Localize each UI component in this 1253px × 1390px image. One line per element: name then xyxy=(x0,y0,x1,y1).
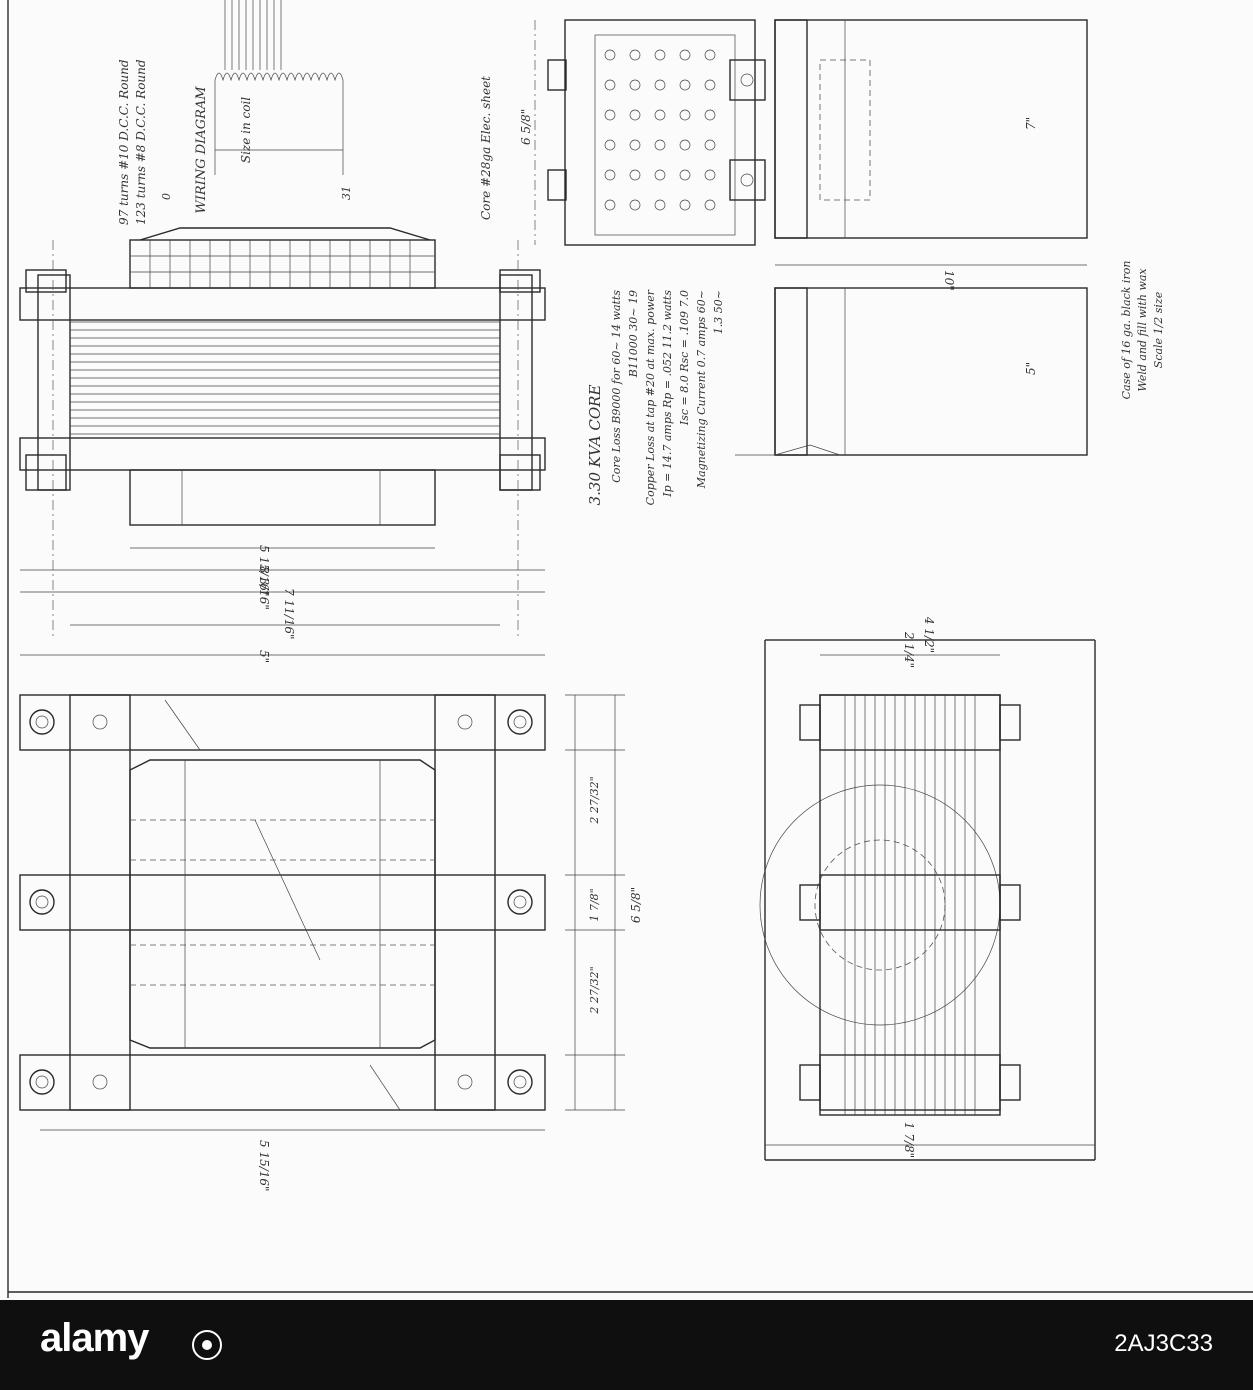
dim-5-15-16-bottom: 5 15/16" xyxy=(257,1140,271,1192)
spec-line-5: Isc = 8.0 Rsc = .109 7.0 xyxy=(678,290,691,426)
spec-line-3: Copper Loss at tap #20 at max. power xyxy=(644,289,657,505)
dim-2-27-32-bottom: 2 27/32" xyxy=(588,966,601,1014)
dim-1-7-8: 1 7/8" xyxy=(588,888,601,921)
spec-line-4: Ip = 14.7 amps Rp = .052 11.2 watts xyxy=(661,290,674,498)
alamy-mark-icon xyxy=(192,1330,222,1360)
case-note-1: Case of 16 ga. black iron xyxy=(1120,261,1133,400)
size-in-coil-label: Size in coil xyxy=(239,97,253,163)
dim-5-plan: 5" xyxy=(257,650,271,663)
end-dim-1-7-8: 1 7/8" xyxy=(902,1122,916,1158)
wire-spec-1: 97 turns #10 D.C.C. Round xyxy=(117,59,131,225)
terminal-board xyxy=(534,19,766,246)
spec-line-7: 1.3 50~ xyxy=(712,290,725,334)
case-dim-10: 10" xyxy=(942,270,956,291)
spec-line-6: Magnetizing Current 0.7 amps 60~ xyxy=(695,290,708,489)
wiring-diagram xyxy=(214,0,344,175)
horizontal-dimensions xyxy=(20,547,545,1131)
lead-0-label: 0 xyxy=(160,193,173,200)
case-views xyxy=(735,19,1088,456)
watermark-footer: alamy 2AJ3C33 xyxy=(0,1300,1253,1390)
case-note-2: Weld and fill with wax xyxy=(1136,268,1149,392)
lead-31-label: 31 xyxy=(340,186,353,200)
spec-line-2: B11000 30~ 19 xyxy=(627,290,640,378)
case-dim-5: 5" xyxy=(1024,362,1038,375)
case-note-3: Scale 1/2 size xyxy=(1152,291,1165,368)
core-end-view xyxy=(759,639,1096,1161)
core-plan-view xyxy=(19,694,625,1111)
end-dim-4-1-2: 4 1/2" xyxy=(922,616,936,653)
kva-core-title: 3.30 KVA CORE xyxy=(586,385,604,506)
dim-7-11-16: 7 11/16" xyxy=(282,588,296,640)
dim-5-15-16-top: 5 15/16" xyxy=(257,545,271,597)
dim-8-3-16: 8 3/16" xyxy=(257,566,271,610)
core-side-view xyxy=(19,227,546,640)
dim-2-27-32-top: 2 27/32" xyxy=(588,776,601,824)
dim-6-5-8-plan: 6 5/8" xyxy=(629,887,643,923)
core-note: Core #28ga Elec. sheet xyxy=(479,76,493,220)
wire-spec-2: 123 turns #8 D.C.C. Round xyxy=(134,59,148,225)
wiring-diagram-title: WIRING DIAGRAM xyxy=(194,86,209,214)
technical-drawing: WIRING DIAGRAM Size in coil 0 31 97 turn… xyxy=(7,0,1253,1298)
drawing-sheet: WIRING DIAGRAM Size in coil 0 31 97 turn… xyxy=(7,0,1253,1298)
spec-line-1: Core Loss B9000 for 60~ 14 watts xyxy=(610,290,623,483)
image-code: 2AJ3C33 xyxy=(1114,1330,1213,1357)
board-dim-6-5-8: 6 5/8" xyxy=(519,109,533,145)
end-dim-2-1-4: 2 1/4" xyxy=(902,631,916,668)
case-dim-7: 7" xyxy=(1024,117,1038,130)
brand-logo[interactable]: alamy xyxy=(40,1316,149,1360)
